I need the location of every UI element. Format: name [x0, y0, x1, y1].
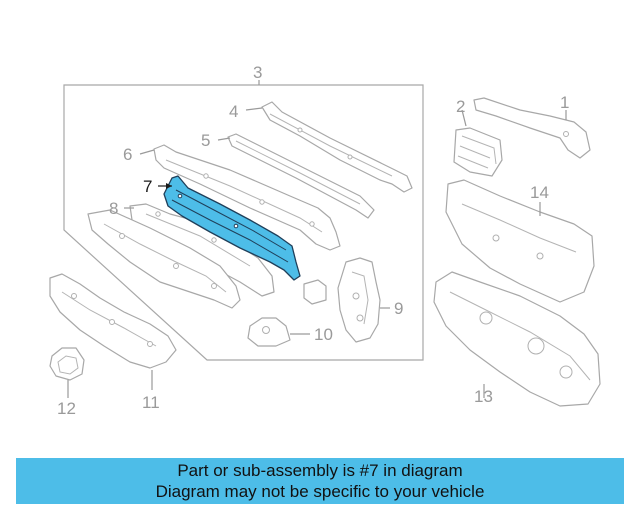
part-4-upper-cowl	[261, 101, 413, 193]
part-2-vent	[453, 127, 503, 177]
callout-7: 7	[143, 177, 152, 196]
callout-4: 4	[229, 102, 238, 121]
callout-8: 8	[109, 199, 118, 218]
banner-line-1: Part or sub-assembly is #7 in diagram	[177, 461, 463, 480]
banner-line-2: Diagram may not be specific to your vehi…	[155, 482, 485, 501]
callout-14: 14	[530, 183, 549, 202]
info-banner: Part or sub-assembly is #7 in diagram Di…	[16, 458, 624, 504]
callout-1: 1	[560, 93, 569, 112]
part-14-dash-insulator	[445, 179, 595, 303]
callout-9: 9	[394, 299, 403, 318]
part-12-grommet	[49, 347, 85, 381]
callout-6: 6	[123, 145, 132, 164]
part-11-left-panel	[49, 273, 177, 369]
assembly-group-outline	[63, 84, 424, 361]
banner-background	[16, 458, 624, 504]
callout-5: 5	[201, 131, 210, 150]
part-7-highlighted-panel	[163, 175, 301, 281]
part-1-bracket	[473, 97, 591, 159]
callout-12: 12	[57, 399, 76, 418]
small-bracket	[303, 279, 327, 305]
part-6-cowl-inner	[153, 144, 341, 251]
callout-3: 3	[253, 63, 262, 82]
callout-13: 13	[474, 387, 493, 406]
part-9-side-bracket	[337, 257, 381, 343]
callout-11: 11	[142, 393, 160, 412]
part-3-cowl-extension	[87, 209, 241, 309]
part-10-mount	[247, 317, 291, 347]
callout-10: 10	[314, 325, 333, 344]
part-13-dash-panel	[433, 271, 601, 407]
callout-2: 2	[456, 97, 465, 116]
part-5-cowl-strip	[227, 133, 375, 219]
leader-lines	[67, 107, 567, 398]
